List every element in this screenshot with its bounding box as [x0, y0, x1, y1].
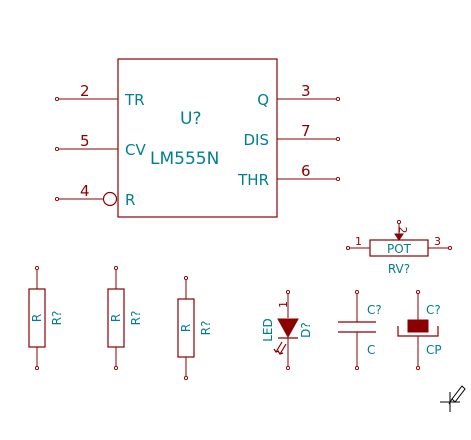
ic-pin-6-name: THR [237, 171, 269, 189]
potentiometer[interactable]: 2 1 3 POT RV? [345, 219, 453, 276]
led[interactable]: 1 LED D? [261, 289, 313, 371]
pot-pin-2: 2 [396, 227, 409, 234]
pen-cursor-icon [440, 385, 466, 412]
led-value: LED [261, 318, 275, 342]
ic-pin-7-name: DIS [244, 131, 270, 149]
ic-pin-3-name: Q [257, 91, 269, 109]
resistor-3[interactable]: R R? [177, 275, 213, 381]
resistor-2[interactable]: R R? [107, 265, 143, 371]
led-triangle-icon [277, 318, 299, 339]
ic-pin-5-number: 5 [80, 132, 90, 150]
ic-reference: U? [180, 109, 201, 129]
ic-pin-5-name: CV [125, 141, 146, 159]
pot-pin-3: 3 [434, 235, 441, 248]
cp-positive-plate [407, 319, 429, 333]
ic-pin-4[interactable]: 4 R [54, 182, 135, 209]
resistor-1-reference: R? [50, 311, 64, 326]
resistor-3-value: R [179, 324, 193, 332]
resistor-1[interactable]: R R? [28, 265, 64, 371]
led-pin-1: 1 [277, 301, 290, 308]
pot-pin-1: 1 [355, 235, 362, 248]
capacitor-polarized-value: CP [426, 343, 442, 357]
pot-label: POT [387, 242, 412, 256]
ic-pin-2-number: 2 [80, 82, 90, 100]
capacitor-value: C [367, 343, 375, 357]
ic-value: LM555N [150, 149, 219, 169]
capacitor[interactable]: C? C [338, 289, 382, 371]
resistor-1-body [28, 288, 46, 348]
ic-pin-2-name: TR [124, 91, 145, 109]
ic-body[interactable] [117, 58, 278, 218]
resistor-3-reference: R? [199, 321, 213, 336]
ic-pin-4-name: R [125, 191, 135, 209]
pot-wiper-arrow-icon [394, 233, 404, 241]
capacitor-polarized-reference: C? [426, 303, 441, 317]
resistor-1-value: R [30, 314, 44, 322]
ic-pin-4-number: 4 [80, 182, 90, 200]
resistor-2-body [107, 288, 125, 348]
capacitor-polarized[interactable]: C? CP [397, 289, 442, 371]
resistor-3-body [177, 298, 195, 358]
ic-pin-4-inversion-bubble [102, 191, 118, 207]
ic-pin-3-number: 3 [301, 82, 311, 100]
resistor-2-reference: R? [129, 311, 143, 326]
ic-pin-7[interactable]: 7 DIS [244, 122, 341, 149]
ic-pin-6-number: 6 [301, 162, 311, 180]
led-reference: D? [299, 322, 313, 338]
ic-pin-6[interactable]: 6 THR [237, 162, 341, 189]
ic-lm555n[interactable]: 2 TR 5 CV 4 R 3 Q 7 DIS [54, 58, 341, 218]
ic-pin-3[interactable]: 3 Q [257, 82, 341, 109]
resistor-2-value: R [109, 314, 123, 322]
ic-pin-5[interactable]: 5 CV [54, 132, 146, 159]
ic-pin-7-number: 7 [301, 122, 311, 140]
ic-pin-2[interactable]: 2 TR [54, 82, 145, 109]
cp-negative-plate [397, 326, 439, 337]
capacitor-reference: C? [367, 303, 382, 317]
pot-reference: RV? [388, 262, 410, 276]
